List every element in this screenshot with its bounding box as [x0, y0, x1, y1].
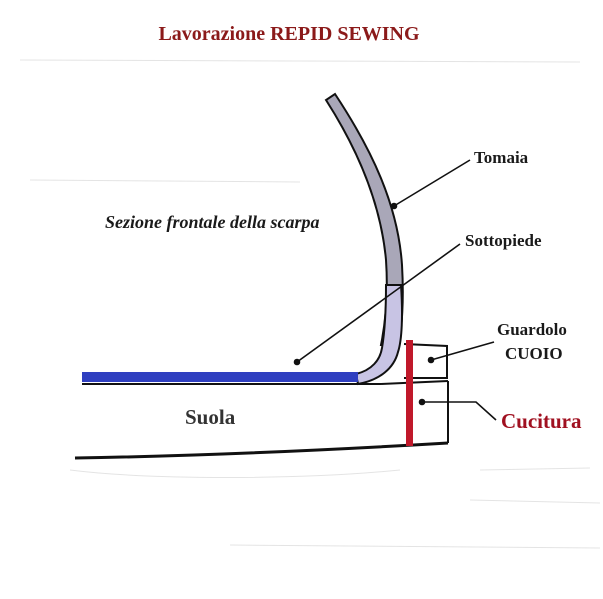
sottopiede-label: Sottopiede — [465, 231, 542, 250]
diagram-title: Lavorazione REPID SEWING — [158, 23, 420, 45]
sottopiede-bar — [82, 372, 358, 382]
guardolo-label: Guardolo — [497, 320, 567, 339]
cucitura-stitch — [406, 340, 413, 446]
guardolo-part — [403, 343, 448, 379]
suola-label: Suola — [185, 405, 236, 429]
guardolo-material-label: CUOIO — [505, 344, 563, 363]
background-artifacts — [19, 59, 601, 549]
tomaia-label: Tomaia — [474, 148, 529, 167]
tomaia-part — [324, 92, 404, 386]
cucitura-label: Cucitura — [501, 409, 582, 433]
leader-lines — [293, 159, 497, 421]
diagram-subtitle: Sezione frontale della scarpa — [105, 212, 320, 232]
suola-part — [74, 380, 449, 460]
